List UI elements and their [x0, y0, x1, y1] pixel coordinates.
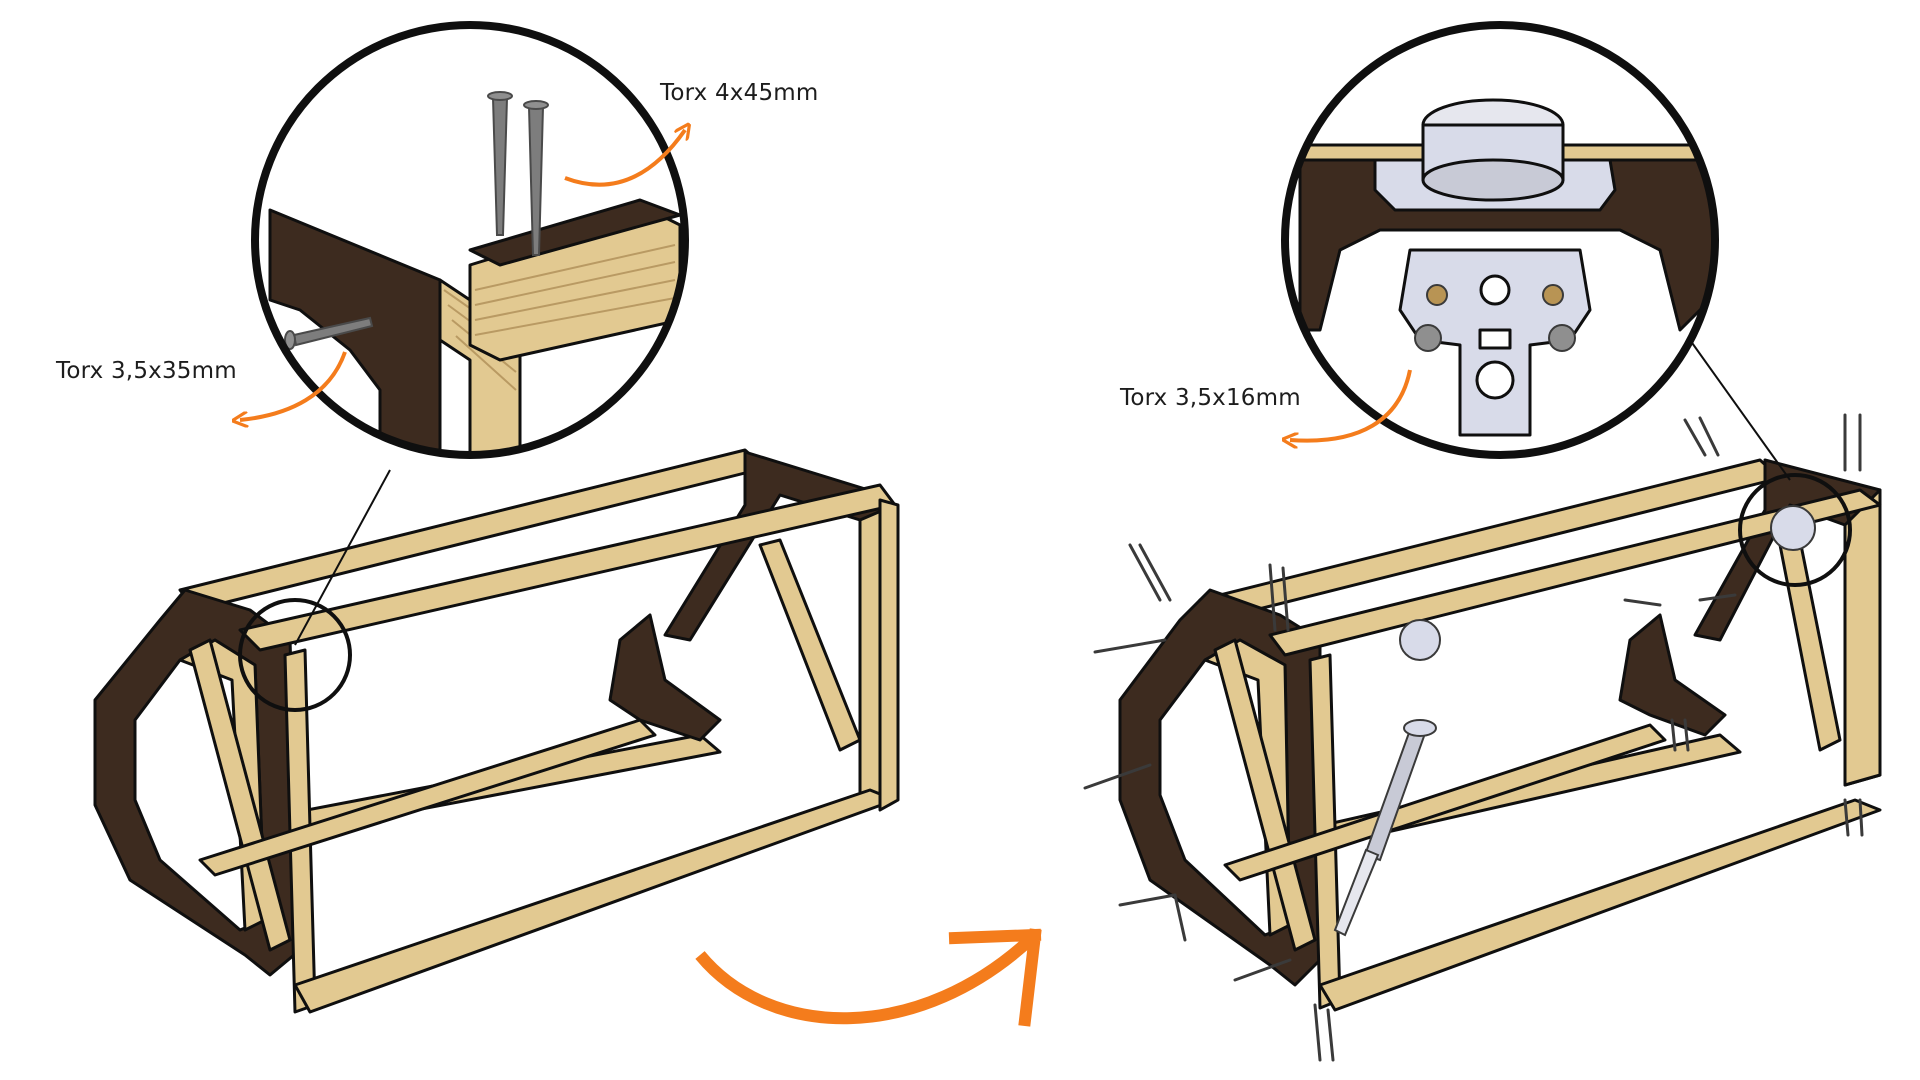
label-screw-top: Torx 4x45mm [659, 80, 819, 106]
frame-right [1118, 458, 1882, 1012]
screw-horizontal [284, 316, 374, 350]
hinge-screws [1414, 284, 1576, 352]
rail-middle [198, 718, 657, 877]
rail-front-top-right [1268, 488, 1882, 657]
zoom-detail-right [1281, 21, 1719, 459]
support-middle [608, 613, 722, 742]
label-screw-left: Torx 3,5x35mm [55, 358, 237, 384]
zoom-marker-right [1689, 339, 1852, 587]
frame-left [93, 448, 900, 1014]
rotate-arrow-icon-right [1290, 369, 1412, 441]
gas-strut [1333, 719, 1437, 937]
curved-arrow-head [948, 928, 1042, 1027]
rail-front-bottom [293, 788, 897, 1014]
protruding-screws [1083, 413, 1864, 1062]
rail-front-bottom-right [1318, 798, 1882, 1012]
screws-vertical [487, 91, 549, 256]
brace-right [758, 538, 862, 752]
post-right [878, 498, 900, 812]
zoom-detail-left [251, 21, 689, 459]
label-screw-hinge: Torx 3,5x16mm [1119, 385, 1301, 411]
zoom-panel [268, 208, 442, 455]
hinge-small [1399, 505, 1816, 661]
zoom-marker-left [238, 469, 391, 712]
rotate-arrow-icon [240, 130, 685, 420]
curved-arrow-icon [695, 930, 1040, 1025]
